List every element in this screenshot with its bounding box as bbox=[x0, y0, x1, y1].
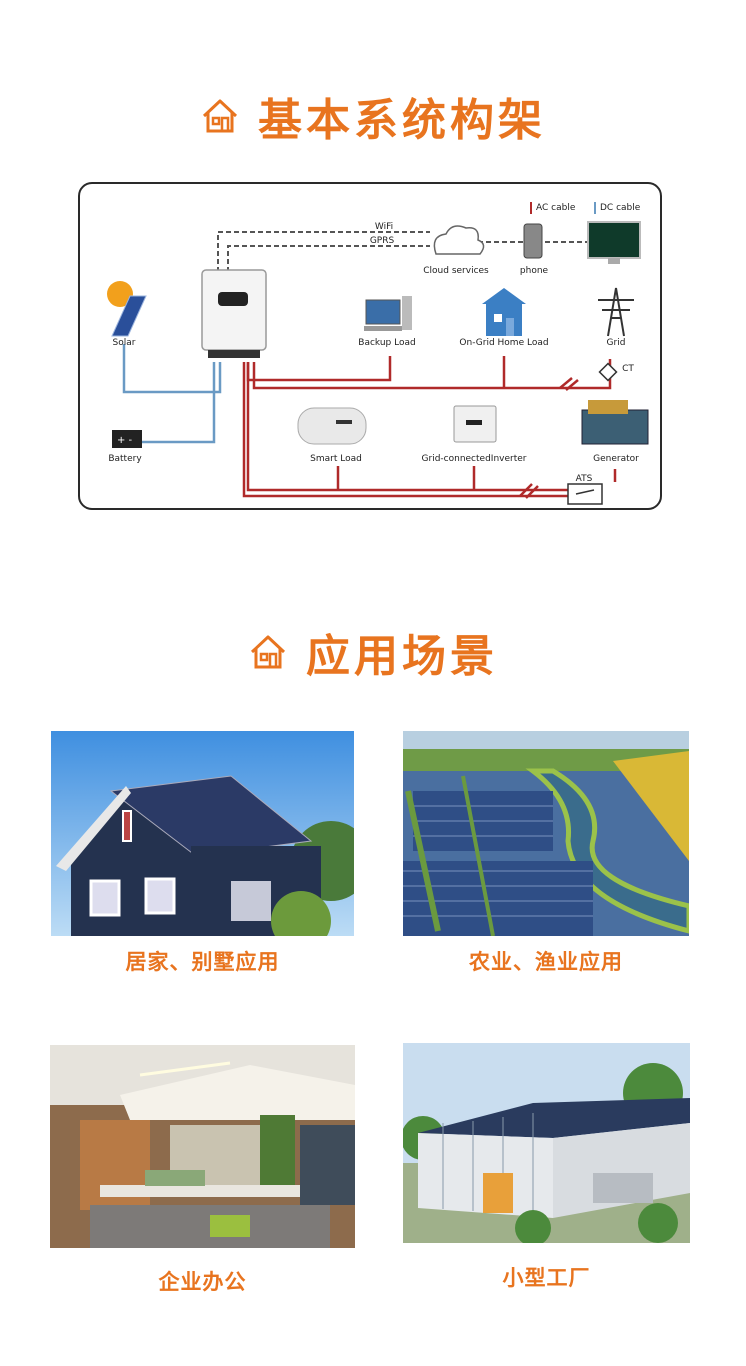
home-load-icon bbox=[482, 288, 526, 336]
architecture-title-text: 基本系统构架 bbox=[258, 95, 546, 146]
ats-label: ATS bbox=[575, 474, 593, 484]
wifi-label: WiFi bbox=[374, 222, 394, 232]
water-heater-icon bbox=[297, 407, 367, 445]
svg-text:+ -: + - bbox=[117, 435, 133, 446]
house-icon bbox=[202, 99, 238, 133]
legend-dc: DC cable bbox=[594, 202, 640, 214]
system-diagram: + - bbox=[78, 182, 662, 510]
home-villa-image bbox=[51, 731, 354, 936]
architecture-title: 基本系统构架 bbox=[0, 84, 746, 148]
scenarios-title: 应用场景 bbox=[0, 620, 746, 684]
smart-load-label: Smart Load bbox=[310, 454, 362, 464]
scenarios-title-text: 应用场景 bbox=[306, 631, 498, 682]
grid-label: Grid bbox=[606, 338, 626, 348]
house-icon bbox=[250, 635, 286, 669]
battery-label: Battery bbox=[108, 454, 142, 464]
phone-icon bbox=[523, 223, 543, 259]
caption-small-factory: 小型工厂 bbox=[502, 1266, 591, 1290]
grid-tower-icon bbox=[598, 287, 634, 337]
backup-load-label: Backup Load bbox=[358, 338, 416, 348]
gprs-label: GPRS bbox=[369, 236, 395, 246]
generator-label: Generator bbox=[593, 454, 639, 464]
diagram-wiring: + - bbox=[107, 221, 649, 505]
grid-inverter-icon bbox=[453, 405, 497, 443]
solar-label: Solar bbox=[112, 338, 136, 348]
grid-inverter-label: Grid-connectedInverter bbox=[421, 454, 527, 464]
battery-icon: + - bbox=[112, 430, 142, 448]
communication-lines bbox=[217, 231, 590, 272]
hybrid-inverter bbox=[201, 269, 267, 358]
enterprise-office-image bbox=[50, 1045, 355, 1248]
ct-label: CT bbox=[622, 364, 634, 374]
cloud-icon bbox=[433, 225, 485, 255]
small-factory-image bbox=[403, 1043, 690, 1243]
computer-icon bbox=[364, 296, 412, 331]
solar-panel-icon bbox=[107, 281, 147, 337]
ats-box bbox=[567, 483, 603, 505]
on-grid-home-load-label: On-Grid Home Load bbox=[459, 338, 549, 348]
phone-label: phone bbox=[519, 266, 549, 276]
dc-cables bbox=[122, 344, 222, 444]
generator-icon bbox=[581, 400, 649, 445]
monitor-icon bbox=[587, 221, 641, 264]
agriculture-fishery-image bbox=[403, 731, 689, 936]
legend-ac: AC cable bbox=[530, 202, 575, 214]
caption-enterprise-office: 企业办公 bbox=[158, 1270, 247, 1294]
caption-agriculture-fishery: 农业、渔业应用 bbox=[469, 950, 623, 974]
cloud-label: Cloud services bbox=[423, 266, 489, 276]
caption-home-villa: 居家、别墅应用 bbox=[125, 950, 280, 974]
ct-icon bbox=[598, 362, 618, 382]
